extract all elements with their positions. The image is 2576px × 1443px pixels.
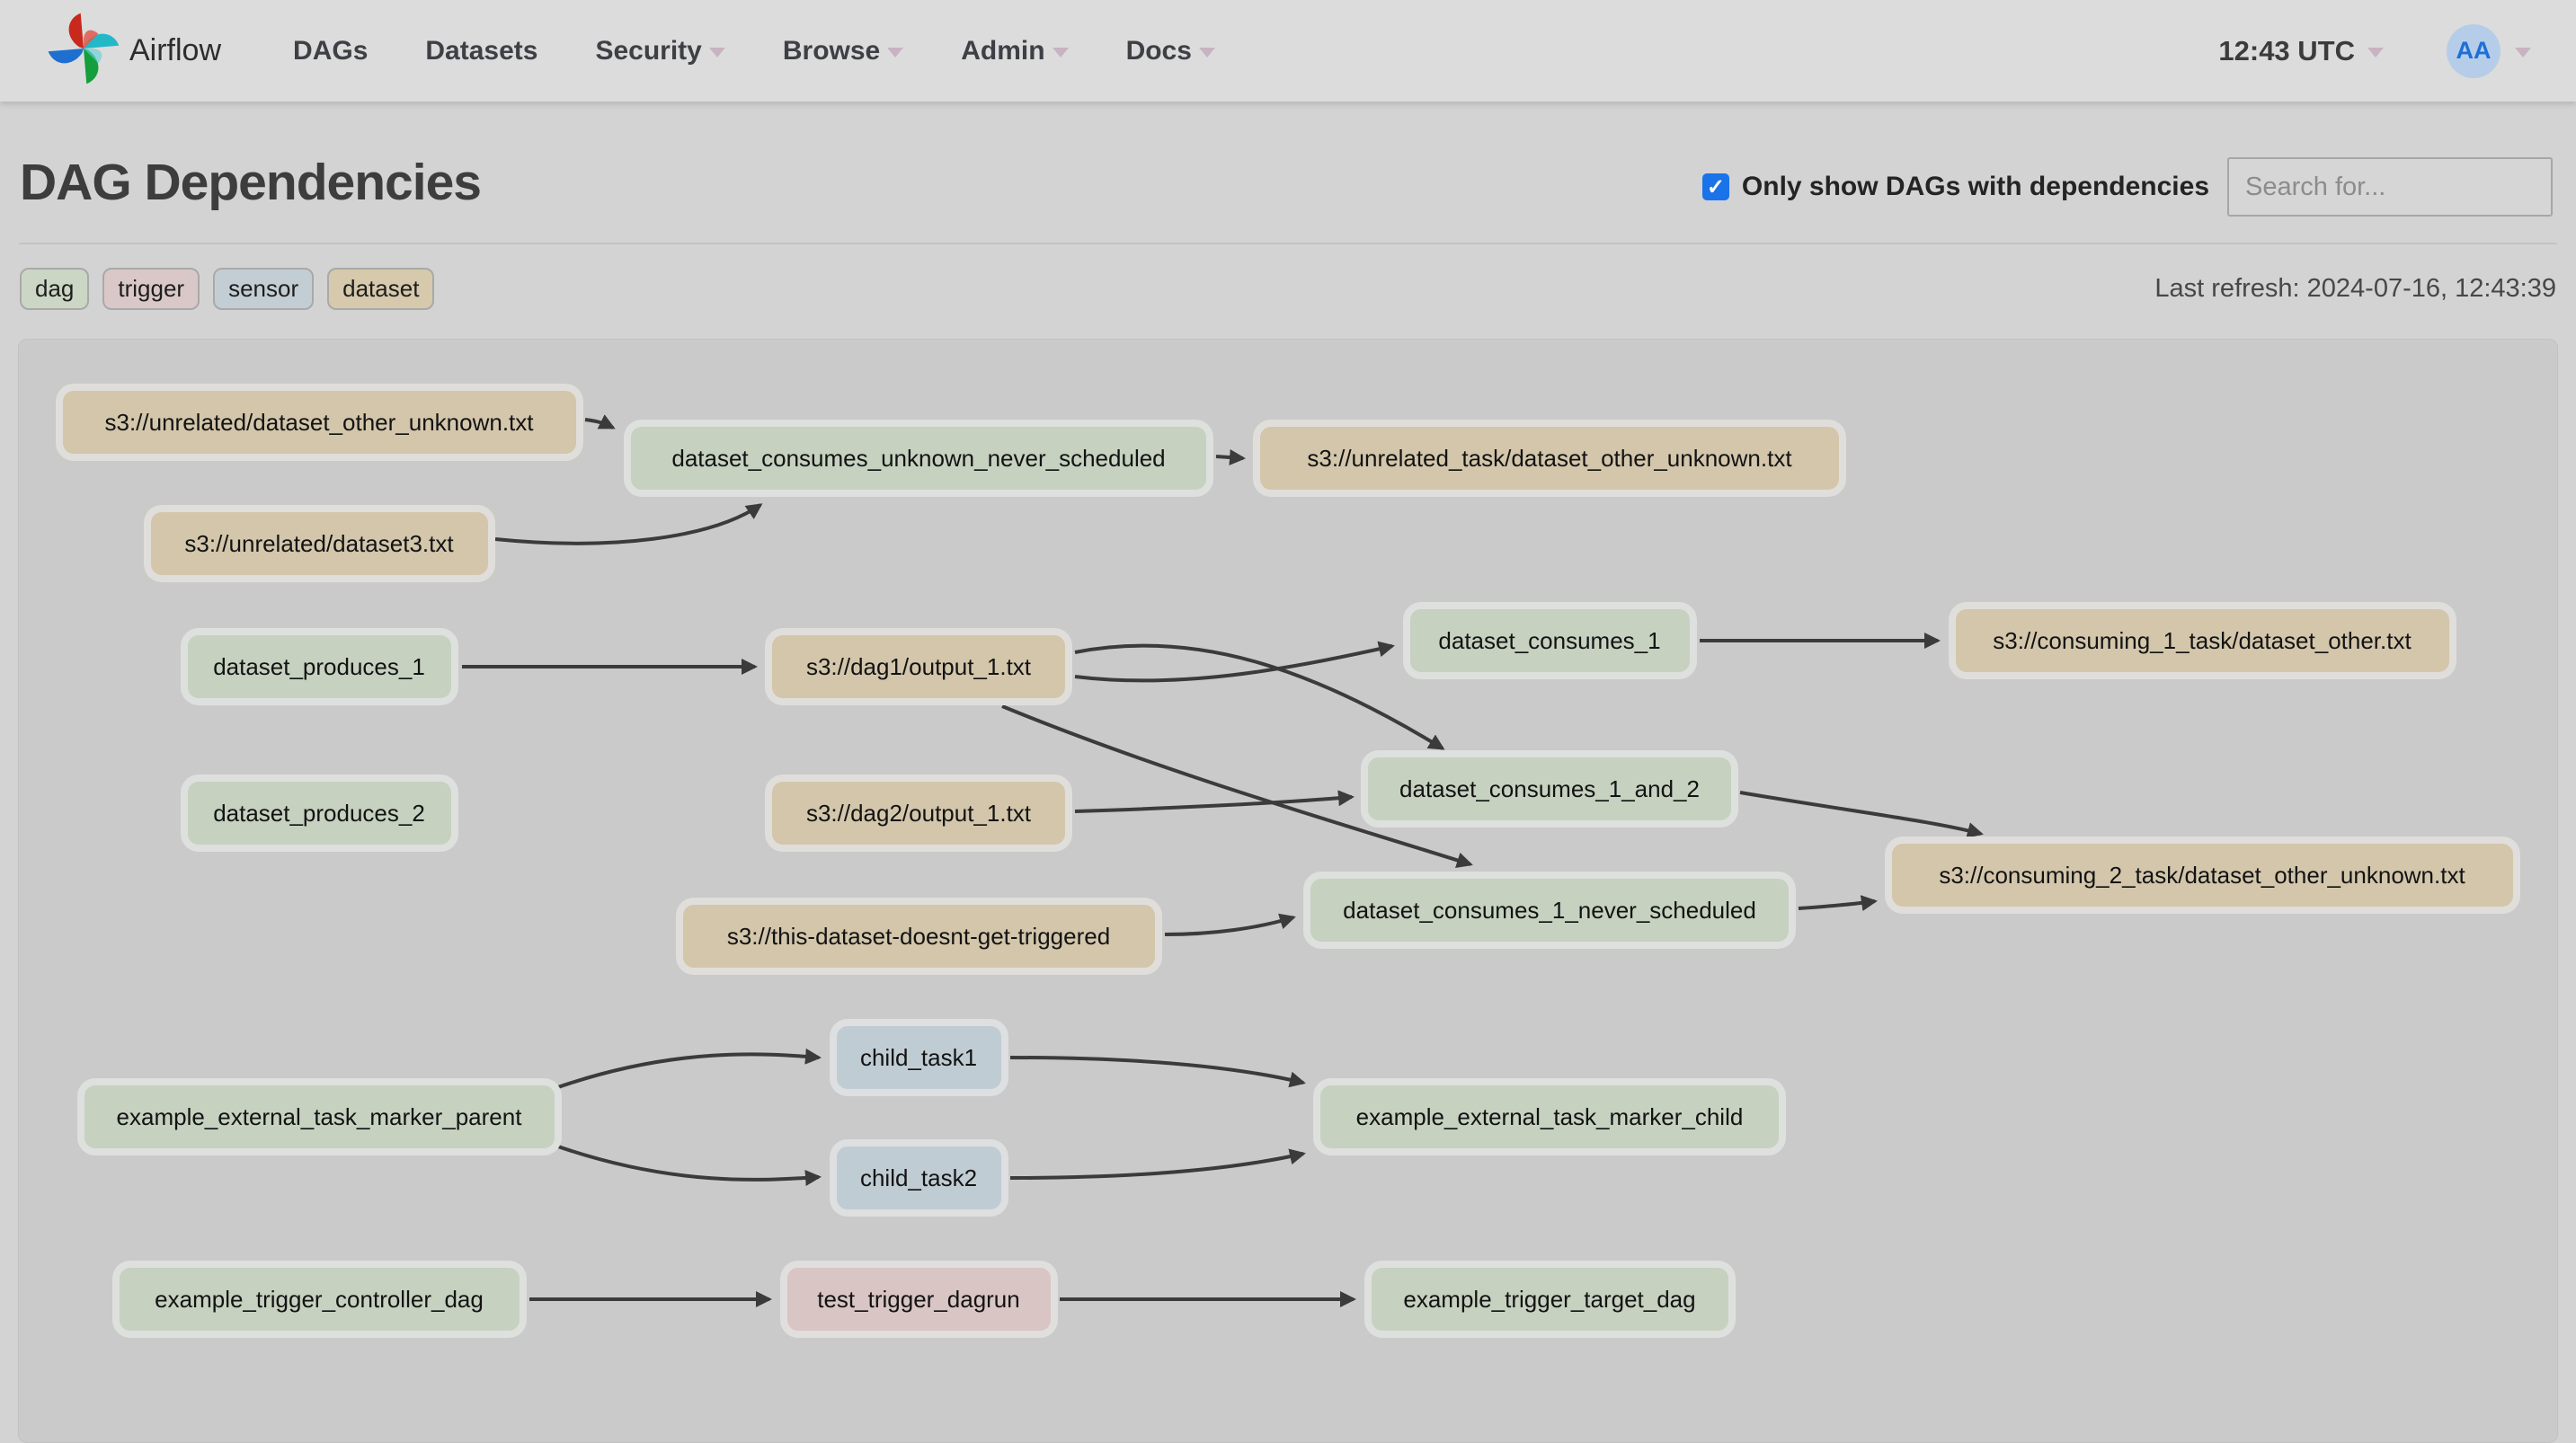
nav-item-label: Security bbox=[595, 35, 702, 66]
nav-item-browse[interactable]: Browse bbox=[782, 35, 904, 66]
graph-node-n17-dag[interactable]: example_external_task_marker_child bbox=[1313, 1078, 1786, 1155]
graph-node-n4-dataset[interactable]: s3://unrelated/dataset3.txt bbox=[143, 505, 495, 582]
graph-node-n13-dataset[interactable]: s3://this-dataset-doesnt-get-triggered bbox=[675, 898, 1162, 975]
graph-node-n2-dag[interactable]: dataset_consumes_unknown_never_scheduled bbox=[624, 420, 1213, 497]
nav-item-label: Admin bbox=[961, 35, 1045, 66]
chevron-down-icon bbox=[2515, 48, 2531, 58]
graph-node-n5-dag[interactable]: dataset_produces_1 bbox=[180, 628, 458, 705]
graph-node-n14-dag[interactable]: dataset_consumes_1_never_scheduled bbox=[1303, 872, 1796, 949]
user-menu[interactable]: AA bbox=[2447, 23, 2531, 78]
graph-node-n6-dataset[interactable]: s3://dag1/output_1.txt bbox=[765, 628, 1072, 705]
legend-badge-sensor: sensor bbox=[213, 268, 315, 310]
nav-item-label: DAGs bbox=[293, 35, 369, 66]
clock-label: 12:43 UTC bbox=[2218, 34, 2355, 66]
airflow-pinwheel-logo-icon bbox=[47, 8, 120, 93]
chevron-down-icon bbox=[887, 48, 904, 58]
nav-item-label: Browse bbox=[782, 35, 881, 66]
chevron-down-icon bbox=[1198, 48, 1215, 58]
legend-badge-trigger: trigger bbox=[102, 268, 200, 310]
nav-item-dags[interactable]: DAGs bbox=[293, 36, 368, 66]
nav-item-label: Docs bbox=[1125, 35, 1192, 66]
graph-node-n3-dataset[interactable]: s3://unrelated_task/dataset_other_unknow… bbox=[1253, 420, 1846, 497]
only-show-dags-checkbox[interactable]: ✓ bbox=[1701, 173, 1729, 200]
graph-node-n8-dataset[interactable]: s3://consuming_1_task/dataset_other.txt bbox=[1948, 602, 2456, 679]
nav-item-docs[interactable]: Docs bbox=[1126, 36, 1215, 66]
graph-node-n19-dag[interactable]: example_trigger_controller_dag bbox=[111, 1261, 527, 1338]
graph-node-n7-dag[interactable]: dataset_consumes_1 bbox=[1402, 602, 1697, 679]
divider bbox=[19, 243, 2557, 244]
page-title: DAG Dependencies bbox=[20, 154, 482, 211]
graph-node-n16-dag[interactable]: example_external_task_marker_parent bbox=[76, 1078, 562, 1155]
graph-node-n21-dag[interactable]: example_trigger_target_dag bbox=[1364, 1261, 1736, 1338]
only-show-dags-label: Only show DAGs with dependencies bbox=[1741, 172, 2209, 201]
legend-badge-dataset: dataset bbox=[327, 268, 435, 310]
nav-item-admin[interactable]: Admin bbox=[961, 35, 1069, 66]
graph-node-n9-dag[interactable]: dataset_produces_2 bbox=[180, 775, 458, 852]
nav-item-datasets[interactable]: Datasets bbox=[425, 36, 537, 66]
graph-node-n20-trigger[interactable]: test_trigger_dagrun bbox=[779, 1261, 1058, 1338]
legend-badge-dag: dag bbox=[20, 268, 90, 310]
clock-dropdown[interactable]: 12:43 UTC bbox=[2218, 35, 2384, 67]
nav-item-label: Datasets bbox=[425, 35, 538, 66]
graph-node-n15-sensor[interactable]: child_task1 bbox=[829, 1019, 1008, 1096]
airflow-brand[interactable]: Airflow bbox=[47, 8, 221, 93]
graph-node-n18-sensor[interactable]: child_task2 bbox=[829, 1139, 1008, 1217]
legend-badges: dag trigger sensor dataset bbox=[20, 268, 448, 310]
graph-node-n10-dataset[interactable]: s3://dag2/output_1.txt bbox=[765, 775, 1072, 852]
nav-item-security[interactable]: Security bbox=[595, 35, 725, 66]
avatar[interactable]: AA bbox=[2447, 23, 2500, 78]
chevron-down-icon bbox=[708, 48, 725, 58]
graph-node-n12-dataset[interactable]: s3://consuming_2_task/dataset_other_unkn… bbox=[1884, 837, 2520, 914]
search-input[interactable] bbox=[2227, 157, 2553, 217]
chevron-down-icon bbox=[1052, 48, 1069, 58]
brand-name: Airflow bbox=[129, 33, 222, 67]
nav-menu: DAGs Datasets Security Browse Admin Docs bbox=[293, 36, 1215, 66]
last-refresh-text: Last refresh: 2024-07-16, 12:43:39 bbox=[2154, 274, 2556, 303]
chevron-down-icon bbox=[2367, 48, 2384, 58]
graph-node-n11-dag[interactable]: dataset_consumes_1_and_2 bbox=[1361, 750, 1738, 828]
graph-node-n1-dataset[interactable]: s3://unrelated/dataset_other_unknown.txt bbox=[55, 384, 583, 461]
